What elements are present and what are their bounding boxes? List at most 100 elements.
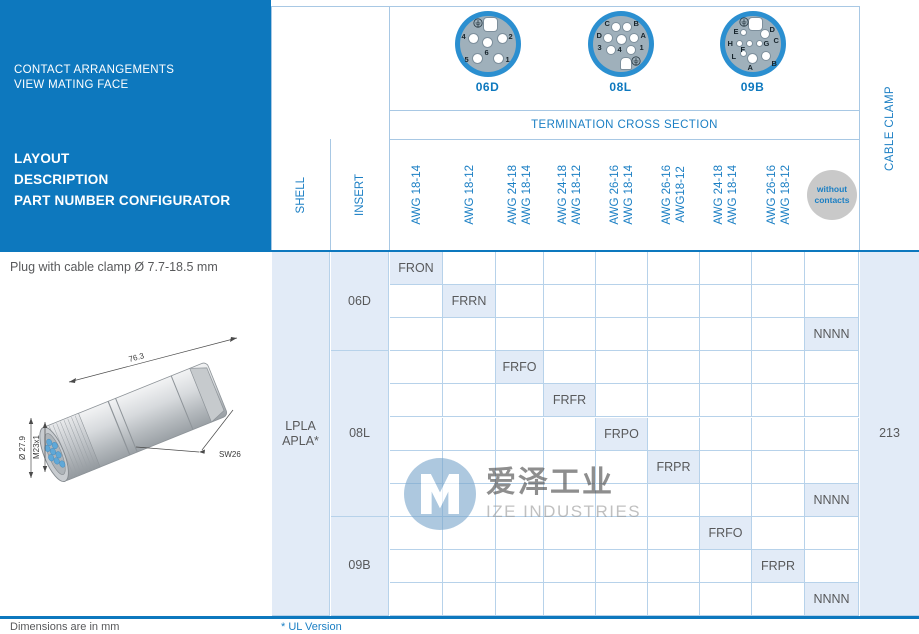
empty-cell	[544, 549, 596, 583]
empty-cell	[496, 285, 544, 319]
cable-clamp-left-rule	[859, 6, 860, 250]
empty-cell	[700, 384, 752, 418]
empty-cell	[648, 252, 700, 286]
connector-diagram-06d: 4 2 6 5 1 06D	[440, 12, 535, 94]
pin-hole-3	[606, 46, 615, 54]
awg-label: AWG 24-18	[713, 165, 725, 225]
awg-label: AWG 18-14	[521, 165, 533, 225]
product-illustration: 76.3 Ø 27.9 M23x1 SW26	[6, 330, 268, 510]
cable-clamp-value-cell: 213	[860, 252, 919, 616]
part-code: FRPR	[760, 558, 796, 573]
empty-cell	[544, 450, 596, 484]
pin-label-e: E	[733, 27, 739, 36]
keyway-slot	[483, 18, 497, 31]
empty-cell	[648, 583, 700, 617]
title-panel: CONTACT ARRANGEMENTS VIEW MATING FACE LA…	[0, 0, 271, 250]
empty-cell	[648, 549, 700, 583]
awg-column-header-1: AWG 18-14	[390, 140, 443, 250]
empty-cell	[596, 450, 648, 484]
empty-cell	[544, 252, 596, 286]
pin-hole-g	[756, 41, 762, 46]
empty-cell	[544, 285, 596, 319]
awg-label: AWG 18-14	[623, 165, 635, 225]
empty-cell	[390, 351, 443, 385]
part-code-cell[interactable]: NNNN	[805, 318, 859, 352]
empty-cell	[805, 516, 859, 550]
caption-line-2: VIEW MATING FACE	[14, 79, 129, 91]
empty-cell	[805, 351, 859, 385]
empty-cell	[390, 417, 443, 451]
pin-label-c: C	[604, 19, 610, 28]
shell-value-line-1: LPLA	[285, 418, 316, 433]
pin-label-h: H	[727, 39, 733, 48]
caption-line-1: CONTACT ARRANGEMENTS	[14, 64, 175, 76]
pin-label-l: L	[731, 52, 737, 61]
awg-label: AWG 26-16	[661, 165, 673, 225]
empty-cell	[700, 351, 752, 385]
awg-label: AWG 24-18	[557, 165, 569, 225]
connector-label-08l: 08L	[609, 80, 632, 94]
pin-hole-b	[622, 23, 631, 31]
pin-hole-5	[472, 54, 482, 63]
empty-cell	[700, 285, 752, 319]
empty-cell	[443, 384, 496, 418]
empty-cell	[443, 483, 496, 517]
part-code-cell[interactable]: NNNN	[805, 583, 859, 617]
part-code-cell[interactable]: FRPO	[596, 417, 648, 451]
empty-cell	[596, 549, 648, 583]
cable-clamp-column-header: CABLE CLAMP	[883, 85, 896, 171]
part-code-cell[interactable]: FRFR	[544, 384, 596, 418]
empty-cell	[752, 384, 805, 418]
insert-group-label: 06D	[348, 293, 371, 308]
empty-cell	[752, 285, 805, 319]
footer-ul-note: * UL Version	[281, 621, 342, 633]
awg-label: AWG 26-16	[765, 165, 778, 225]
empty-cell	[496, 549, 544, 583]
empty-cell	[700, 417, 752, 451]
awg-column-header-2: AWG 18-12	[443, 140, 496, 250]
empty-cell	[496, 417, 544, 451]
pin-hole-a	[629, 34, 638, 42]
empty-cell	[496, 583, 544, 617]
empty-cell	[596, 583, 648, 617]
contact-arrangements-caption: CONTACT ARRANGEMENTS VIEW MATING FACE	[14, 63, 174, 93]
shell-value-cell: LPLA APLA*	[272, 252, 330, 616]
pin-label-1: 1	[505, 55, 510, 64]
without-contacts-line-1: without	[816, 184, 848, 194]
insert-group-label: 09B	[348, 558, 371, 573]
empty-cell	[544, 351, 596, 385]
awg-label: AWG 24-18	[507, 165, 519, 225]
pin-hole-1	[626, 46, 635, 54]
empty-cell	[700, 483, 752, 517]
awg-label: AWG 18-14	[410, 165, 423, 225]
header-divider-top	[390, 110, 860, 111]
part-code-cell[interactable]: NNNN	[805, 483, 859, 517]
pin-label-b: B	[771, 59, 777, 68]
part-code-cell[interactable]: FRFO	[496, 351, 544, 385]
empty-cell	[648, 417, 700, 451]
pin-hole-b	[761, 52, 770, 60]
pin-label-b: B	[633, 19, 639, 28]
dim-length: 76.3	[128, 351, 146, 364]
part-code-cell[interactable]: FRON	[390, 252, 443, 286]
part-code-cell[interactable]: FRPR	[648, 450, 700, 484]
empty-cell	[544, 483, 596, 517]
empty-cell	[443, 252, 496, 286]
part-code-cell[interactable]: FRRN	[443, 285, 496, 319]
empty-cell	[596, 516, 648, 550]
part-code-cell[interactable]: FRFO	[700, 516, 752, 550]
empty-cell	[443, 516, 496, 550]
empty-cell	[496, 384, 544, 418]
part-code-cell[interactable]: FRPR	[752, 549, 805, 583]
part-code: FRPO	[604, 426, 639, 441]
pin-label-d: D	[769, 25, 775, 34]
awg-label: AWG 18-12	[463, 165, 476, 225]
connector-label-09b: 09B	[740, 80, 765, 94]
pin-hole-f	[746, 41, 752, 46]
header-divider-bottom	[390, 139, 860, 140]
pin-hole-6	[483, 38, 492, 47]
pin-label-5: 5	[464, 55, 469, 64]
